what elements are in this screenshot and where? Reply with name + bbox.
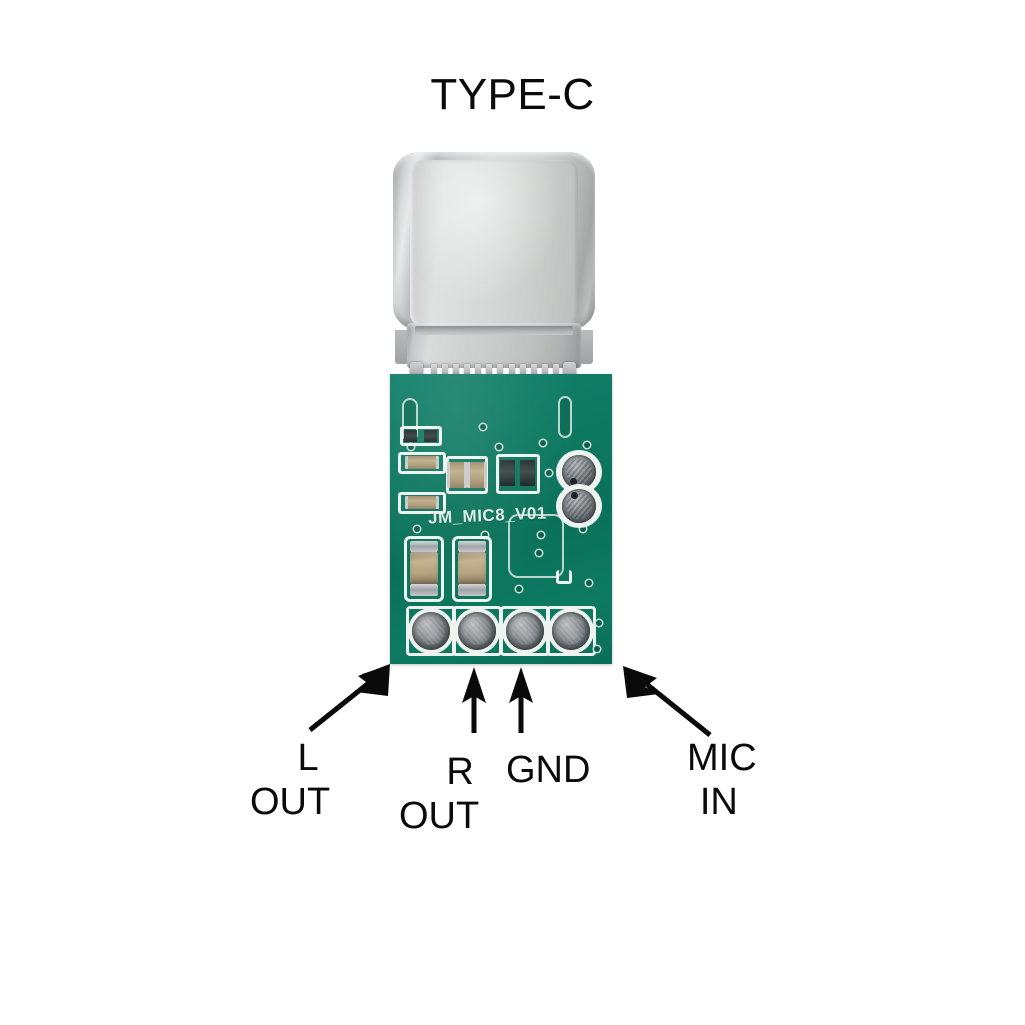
callout-l-out: L OUT [250, 736, 330, 824]
pcb-via [538, 532, 544, 538]
pcb-via [414, 526, 420, 532]
solder-pad-gnd [506, 612, 544, 650]
pcb-via [571, 492, 578, 499]
arrow-r-out [462, 667, 486, 733]
page-title: TYPE-C [430, 70, 595, 119]
pcb-via [570, 478, 577, 485]
smd-capacitor [408, 496, 436, 509]
callout-mic-in: MIC IN [687, 736, 757, 824]
pcb-via [586, 580, 592, 586]
pcb-via [594, 646, 600, 652]
solder-pad-mic-in [552, 612, 590, 650]
smd-capacitor-large [458, 552, 486, 584]
arrow-l-out [308, 664, 390, 732]
pcb-via [546, 470, 552, 476]
callout-l-out-line1: L [297, 737, 319, 779]
smd-resistor [404, 430, 417, 442]
pcb-via [480, 424, 486, 430]
pcb-via [408, 444, 414, 450]
smd-capacitor-terminal [410, 584, 438, 596]
pcb-trace [508, 514, 564, 578]
smd-capacitor-large [410, 552, 438, 584]
callout-mic-in-line1: MIC [687, 737, 757, 779]
smd-capacitor-terminal [458, 541, 486, 552]
pcb-via [536, 550, 542, 556]
callout-r-out: R OUT [399, 750, 479, 838]
smd-ic [500, 460, 515, 486]
pcb-via [584, 442, 590, 448]
pcb-silk-pad-outline [496, 454, 540, 494]
solder-pad-side [562, 489, 596, 523]
pcb-silk-mark [556, 570, 572, 584]
callout-gnd-line1: GND [506, 749, 591, 791]
usb-type-c-connector [393, 152, 595, 396]
pcb-silk-pad-outline [546, 606, 596, 656]
pcb-silk-pad-outline [404, 536, 444, 602]
smd-capacitor-terminal [410, 541, 438, 552]
connector-neck-lip [415, 326, 573, 335]
callout-gnd: GND [506, 748, 590, 792]
smd-resistor [424, 430, 437, 442]
callout-r-out-line1: R [446, 751, 474, 793]
solder-pad-r-out [458, 612, 496, 650]
pcb-silk-pad-outline [398, 492, 446, 514]
pcb-via [540, 440, 546, 446]
pcb-via [496, 444, 502, 450]
pcb-via [482, 532, 488, 538]
pcb-trace [558, 396, 572, 438]
pcb-via [580, 526, 586, 532]
pcb-silk-pad-outline [452, 536, 492, 602]
smd-capacitor-terminal [458, 584, 486, 596]
callout-l-out-line2: OUT [250, 781, 331, 823]
pcb-silk-pad-outline [446, 456, 488, 494]
solder-pad-side [562, 455, 596, 489]
pcb-via [596, 620, 602, 626]
pcb-silk-pad-outline [398, 452, 446, 474]
smd-ic [520, 460, 535, 486]
callout-r-out-line2: OUT [399, 795, 480, 837]
callout-mic-in-line2: IN [699, 781, 738, 823]
connector-tab-left [395, 330, 410, 364]
arrow-mic-in [623, 666, 712, 737]
connector-shell-body [393, 152, 595, 330]
connector-tab-right [578, 330, 593, 364]
arrow-gnd [509, 667, 533, 733]
pcb-via [516, 586, 522, 592]
solder-pad-l-out [412, 612, 450, 650]
smd-resistor [450, 462, 464, 488]
breakout-pcb: JM_MIC8_V01 [390, 374, 612, 664]
pcb-silk-pad-outline [556, 484, 602, 528]
pcb-silk-pad-outline [400, 426, 442, 446]
smd-capacitor [408, 456, 436, 469]
smd-resistor [470, 462, 484, 488]
